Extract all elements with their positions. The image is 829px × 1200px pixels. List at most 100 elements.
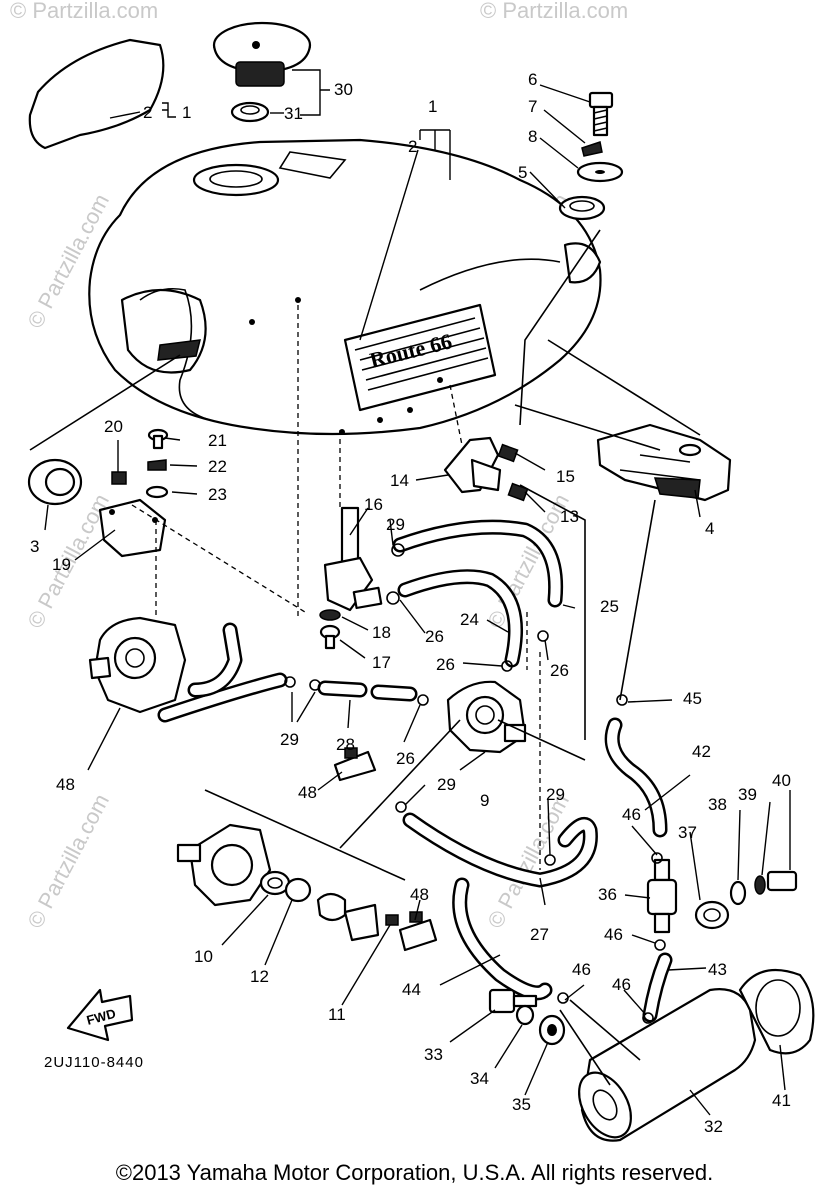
callout-39: 39 xyxy=(738,785,757,804)
filter-36 xyxy=(646,858,678,934)
callout-36: 36 xyxy=(598,885,617,904)
bracket-14 xyxy=(443,436,502,494)
callout-29-top: 29 xyxy=(386,515,405,534)
callout-38: 38 xyxy=(708,795,727,814)
diaphragm xyxy=(316,892,380,942)
washer-7 xyxy=(581,141,603,157)
fwd-arrow: FWD xyxy=(66,988,134,1042)
callout-42: 42 xyxy=(692,742,711,761)
callout-15: 15 xyxy=(556,467,575,486)
callout-7: 7 xyxy=(528,97,537,116)
callout-46-c: 46 xyxy=(572,960,591,979)
damper-5 xyxy=(558,195,606,221)
callout-48-left: 48 xyxy=(56,775,75,794)
callout-37: 37 xyxy=(678,823,697,842)
watermark: © Partzilla.com xyxy=(480,0,628,23)
grommet-3 xyxy=(27,458,83,506)
routing-lines xyxy=(29,229,701,1086)
bolt-40 xyxy=(766,870,798,892)
leader-lines xyxy=(44,69,791,1116)
callout-26-c: 26 xyxy=(550,661,569,680)
callout-labels: 2 1 30 31 1 2 6 7 8 5 4 3 20 21 22 23 19… xyxy=(30,70,791,1136)
washer-39 xyxy=(754,875,766,895)
callout-20: 20 xyxy=(104,417,123,436)
callout-26-b: 26 xyxy=(436,655,455,674)
callout-32: 32 xyxy=(704,1117,723,1136)
callout-1: 1 xyxy=(182,103,191,122)
callout-45: 45 xyxy=(683,689,702,708)
callout-12: 12 xyxy=(250,967,269,986)
callout-6: 6 xyxy=(528,70,537,89)
fuel-pump-48 xyxy=(88,616,187,714)
washer-23 xyxy=(145,485,169,499)
cover-plate-19 xyxy=(98,498,167,558)
screw-21 xyxy=(147,428,169,450)
callout-46-a: 46 xyxy=(622,805,641,824)
fwd-label: FWD xyxy=(85,1006,117,1028)
washer-22 xyxy=(147,459,167,471)
callout-26-d: 26 xyxy=(396,749,415,768)
callout-29-lower: 29 xyxy=(437,775,456,794)
callout-48-mid: 48 xyxy=(298,783,317,802)
fuel-cock-16 xyxy=(323,506,383,612)
hoses xyxy=(157,519,673,1023)
bolt-15 xyxy=(497,443,519,463)
callout-28: 28 xyxy=(336,735,355,754)
callout-23: 23 xyxy=(208,485,227,504)
watermark: © Partzilla.com xyxy=(10,0,158,23)
o-ring-12 xyxy=(284,877,312,903)
rear-bracket xyxy=(596,423,732,502)
callout-4: 4 xyxy=(705,519,714,538)
grommet-35 xyxy=(538,1014,566,1046)
cap-gasket xyxy=(230,101,270,123)
o-ring-10 xyxy=(259,870,291,896)
callout-46-b: 46 xyxy=(604,925,623,944)
callout-3: 3 xyxy=(30,537,39,556)
callout-33: 33 xyxy=(424,1045,443,1064)
callout-17: 17 xyxy=(372,653,391,672)
callout-16: 16 xyxy=(364,495,383,514)
callout-13: 13 xyxy=(560,507,579,526)
callout-21: 21 xyxy=(208,431,227,450)
collar-34 xyxy=(515,1004,535,1026)
callout-29-right: 29 xyxy=(546,785,565,804)
emblem-sticker xyxy=(28,38,165,150)
screw-20 xyxy=(111,471,127,485)
callout-19: 19 xyxy=(52,555,71,574)
bolt-13 xyxy=(507,482,529,502)
callout-10: 10 xyxy=(194,947,213,966)
callout-31: 31 xyxy=(284,104,303,123)
callout-1-tank: 1 xyxy=(428,97,437,116)
callout-41: 41 xyxy=(772,1091,791,1110)
callout-44: 44 xyxy=(402,980,421,999)
callout-11: 11 xyxy=(328,1005,346,1024)
washer-18 xyxy=(319,609,341,621)
callout-2-tank: 2 xyxy=(408,137,417,156)
watermark: © Partzilla.com xyxy=(22,790,114,933)
callout-46-d: 46 xyxy=(612,975,631,994)
hose-clips xyxy=(284,543,666,1024)
callout-48-lower: 48 xyxy=(410,885,429,904)
callout-2: 2 xyxy=(143,103,152,122)
callout-29-mid: 29 xyxy=(280,730,299,749)
callout-30: 30 xyxy=(334,80,353,99)
diagram-code: 2UJ110-8440 xyxy=(44,1054,144,1071)
callout-40: 40 xyxy=(772,771,791,790)
fuel-pump-9 xyxy=(446,680,527,754)
callout-27: 27 xyxy=(530,925,549,944)
callout-25: 25 xyxy=(600,597,619,616)
check-valve-48-lower xyxy=(398,911,438,952)
fuel-cap xyxy=(212,21,312,87)
pump-body-exploded xyxy=(176,823,272,907)
assembly-lines xyxy=(131,305,541,870)
callout-43: 43 xyxy=(708,960,727,979)
canister-cap-41 xyxy=(738,968,815,1055)
callout-8: 8 xyxy=(528,127,537,146)
washer-38 xyxy=(729,880,747,906)
screw-17 xyxy=(319,624,341,650)
callout-18: 18 xyxy=(372,623,391,642)
fuel-tank: Route 66 xyxy=(88,138,602,436)
callout-34: 34 xyxy=(470,1069,489,1088)
callout-26-a: 26 xyxy=(425,627,444,646)
